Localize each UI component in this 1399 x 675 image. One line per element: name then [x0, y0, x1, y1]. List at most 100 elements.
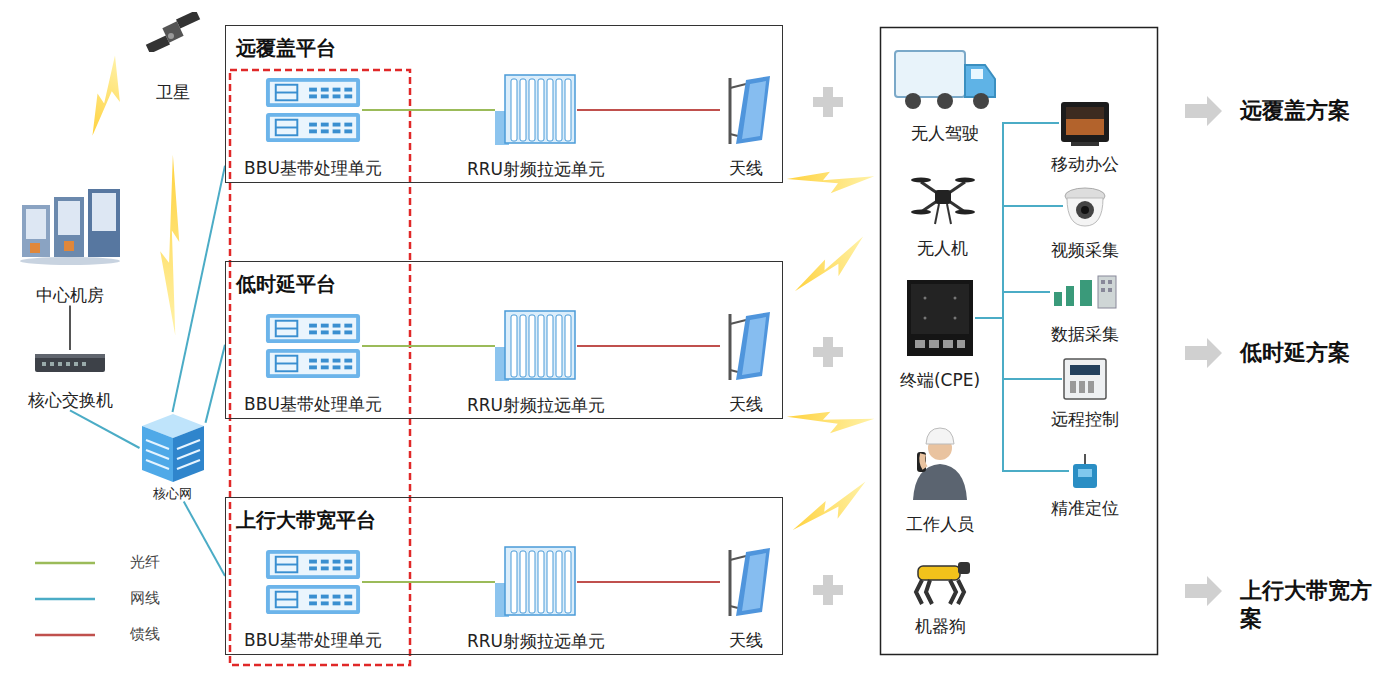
video-capture-icon — [1063, 182, 1107, 230]
antenna: 天线 — [706, 76, 786, 178]
legend-text: 光纤 — [130, 553, 160, 572]
bbu-unit: BBU基带处理单元 — [233, 76, 393, 178]
node-label: 无人驾驶 — [911, 123, 979, 143]
data-center: 中心机房 — [10, 185, 130, 305]
data-center-icon — [18, 185, 123, 265]
bbu-unit-icon — [264, 76, 362, 144]
positioning-icon — [1069, 452, 1101, 490]
rru-unit: RRU射频拉远单元 — [456, 309, 616, 415]
solution-label: 上行大带宽方案 — [1240, 577, 1380, 632]
node-label: BBU基带处理单元 — [244, 394, 382, 414]
node-label: BBU基带处理单元 — [244, 630, 382, 650]
solution-label: 远覆盖方案 — [1240, 97, 1399, 125]
platform-title: 低时延平台 — [236, 271, 336, 298]
antenna: 天线 — [706, 312, 786, 414]
rru-unit-icon — [495, 309, 577, 383]
connector-line — [70, 410, 140, 448]
rru-unit: RRU射频拉远单元 — [456, 545, 616, 651]
node-label: 机器狗 — [915, 616, 966, 636]
legend-text: 网线 — [130, 589, 160, 608]
connector-line — [362, 345, 495, 347]
rru-unit: RRU射频拉远单元 — [456, 73, 616, 179]
antenna-icon — [720, 312, 772, 382]
plus-signs — [813, 87, 843, 605]
node-label: 视频采集 — [1051, 240, 1119, 260]
solution-label: 低时延方案 — [1240, 339, 1399, 367]
core-switch: 核心交换机 — [5, 350, 135, 410]
driverless-truck: 无人驾驶 — [890, 45, 1000, 143]
connector-line — [362, 109, 495, 111]
rru-unit-icon — [495, 73, 577, 147]
node-label: 天线 — [729, 394, 763, 414]
drone: 无人机 — [895, 172, 990, 258]
connector-line — [362, 581, 495, 583]
data-capture-icon — [1050, 272, 1120, 312]
node-label: RRU射频拉远单元 — [467, 631, 605, 651]
node-label: 移动办公 — [1051, 154, 1119, 174]
data-capture: 数据采集 — [1035, 272, 1135, 344]
connector-line — [975, 318, 1062, 379]
node-label: RRU射频拉远单元 — [467, 395, 605, 415]
platform-box: 远覆盖平台 BBU基带处理单元 RRU射频拉远单元 天线 — [225, 25, 783, 183]
node-label: 核心网 — [153, 486, 192, 502]
node-label: 天线 — [729, 630, 763, 650]
satellite-icon — [141, 12, 205, 52]
core-network-icon — [140, 412, 206, 484]
node-label: 数据采集 — [1051, 324, 1119, 344]
node-label: 精准定位 — [1051, 498, 1119, 518]
cpe-terminal-icon — [905, 278, 975, 358]
antenna-icon — [720, 76, 772, 146]
antenna: 天线 — [706, 548, 786, 650]
robot-dog-icon — [908, 552, 972, 606]
node-label: BBU基带处理单元 — [244, 158, 382, 178]
core-switch-icon — [34, 350, 106, 376]
node-label: 卫星 — [156, 82, 190, 102]
platform-title: 上行大带宽平台 — [236, 507, 376, 534]
driverless-truck-icon — [893, 45, 997, 115]
connector-line — [975, 206, 1063, 318]
drone-icon — [911, 172, 975, 230]
node-label: 远程控制 — [1051, 409, 1119, 429]
connector-line — [577, 581, 720, 583]
legend-swatch — [35, 634, 95, 637]
mobile-office-icon — [1059, 98, 1111, 148]
bbu-unit: BBU基带处理单元 — [233, 312, 393, 414]
node-label: 中心机房 — [36, 285, 104, 305]
node-label: 终端(CPE) — [900, 370, 980, 390]
connector-line — [975, 292, 1050, 318]
connector-line — [975, 123, 1059, 318]
connector-line — [577, 345, 720, 347]
node-label: 无人机 — [917, 238, 968, 258]
legend-swatch — [35, 598, 95, 601]
remote-control: 远程控制 — [1035, 357, 1135, 429]
platform-box: 低时延平台 BBU基带处理单元 RRU射频拉远单元 天线 — [225, 261, 783, 419]
connector-line — [577, 109, 720, 111]
connector-line — [184, 502, 225, 576]
terminal-panel — [881, 28, 1158, 655]
cpe-terminal: 终端(CPE) — [890, 278, 990, 390]
bbu-unit: BBU基带处理单元 — [233, 548, 393, 650]
bbu-unit-icon — [264, 548, 362, 616]
worker: 工作人员 — [890, 422, 990, 534]
dashed-group — [230, 70, 410, 665]
legend-text: 馈线 — [130, 625, 160, 644]
node-label: 工作人员 — [906, 514, 974, 534]
lightning — [73, 55, 875, 534]
satellite: 卫星 — [135, 12, 210, 102]
bbu-unit-icon — [264, 312, 362, 380]
video-capture: 视频采集 — [1035, 182, 1135, 260]
antenna-icon — [720, 548, 772, 618]
worker-icon — [905, 422, 975, 500]
node-label: RRU射频拉远单元 — [467, 159, 605, 179]
result-arrows — [1185, 96, 1222, 606]
platform-title: 远覆盖平台 — [236, 35, 336, 62]
node-label: 天线 — [729, 158, 763, 178]
platform-box: 上行大带宽平台 BBU基带处理单元 RRU射频拉远单元 天线 — [225, 497, 783, 655]
robot-dog: 机器狗 — [890, 552, 990, 636]
mobile-office: 移动办公 — [1035, 98, 1135, 174]
connector-line — [206, 345, 226, 423]
node-label: 核心交换机 — [28, 390, 113, 410]
